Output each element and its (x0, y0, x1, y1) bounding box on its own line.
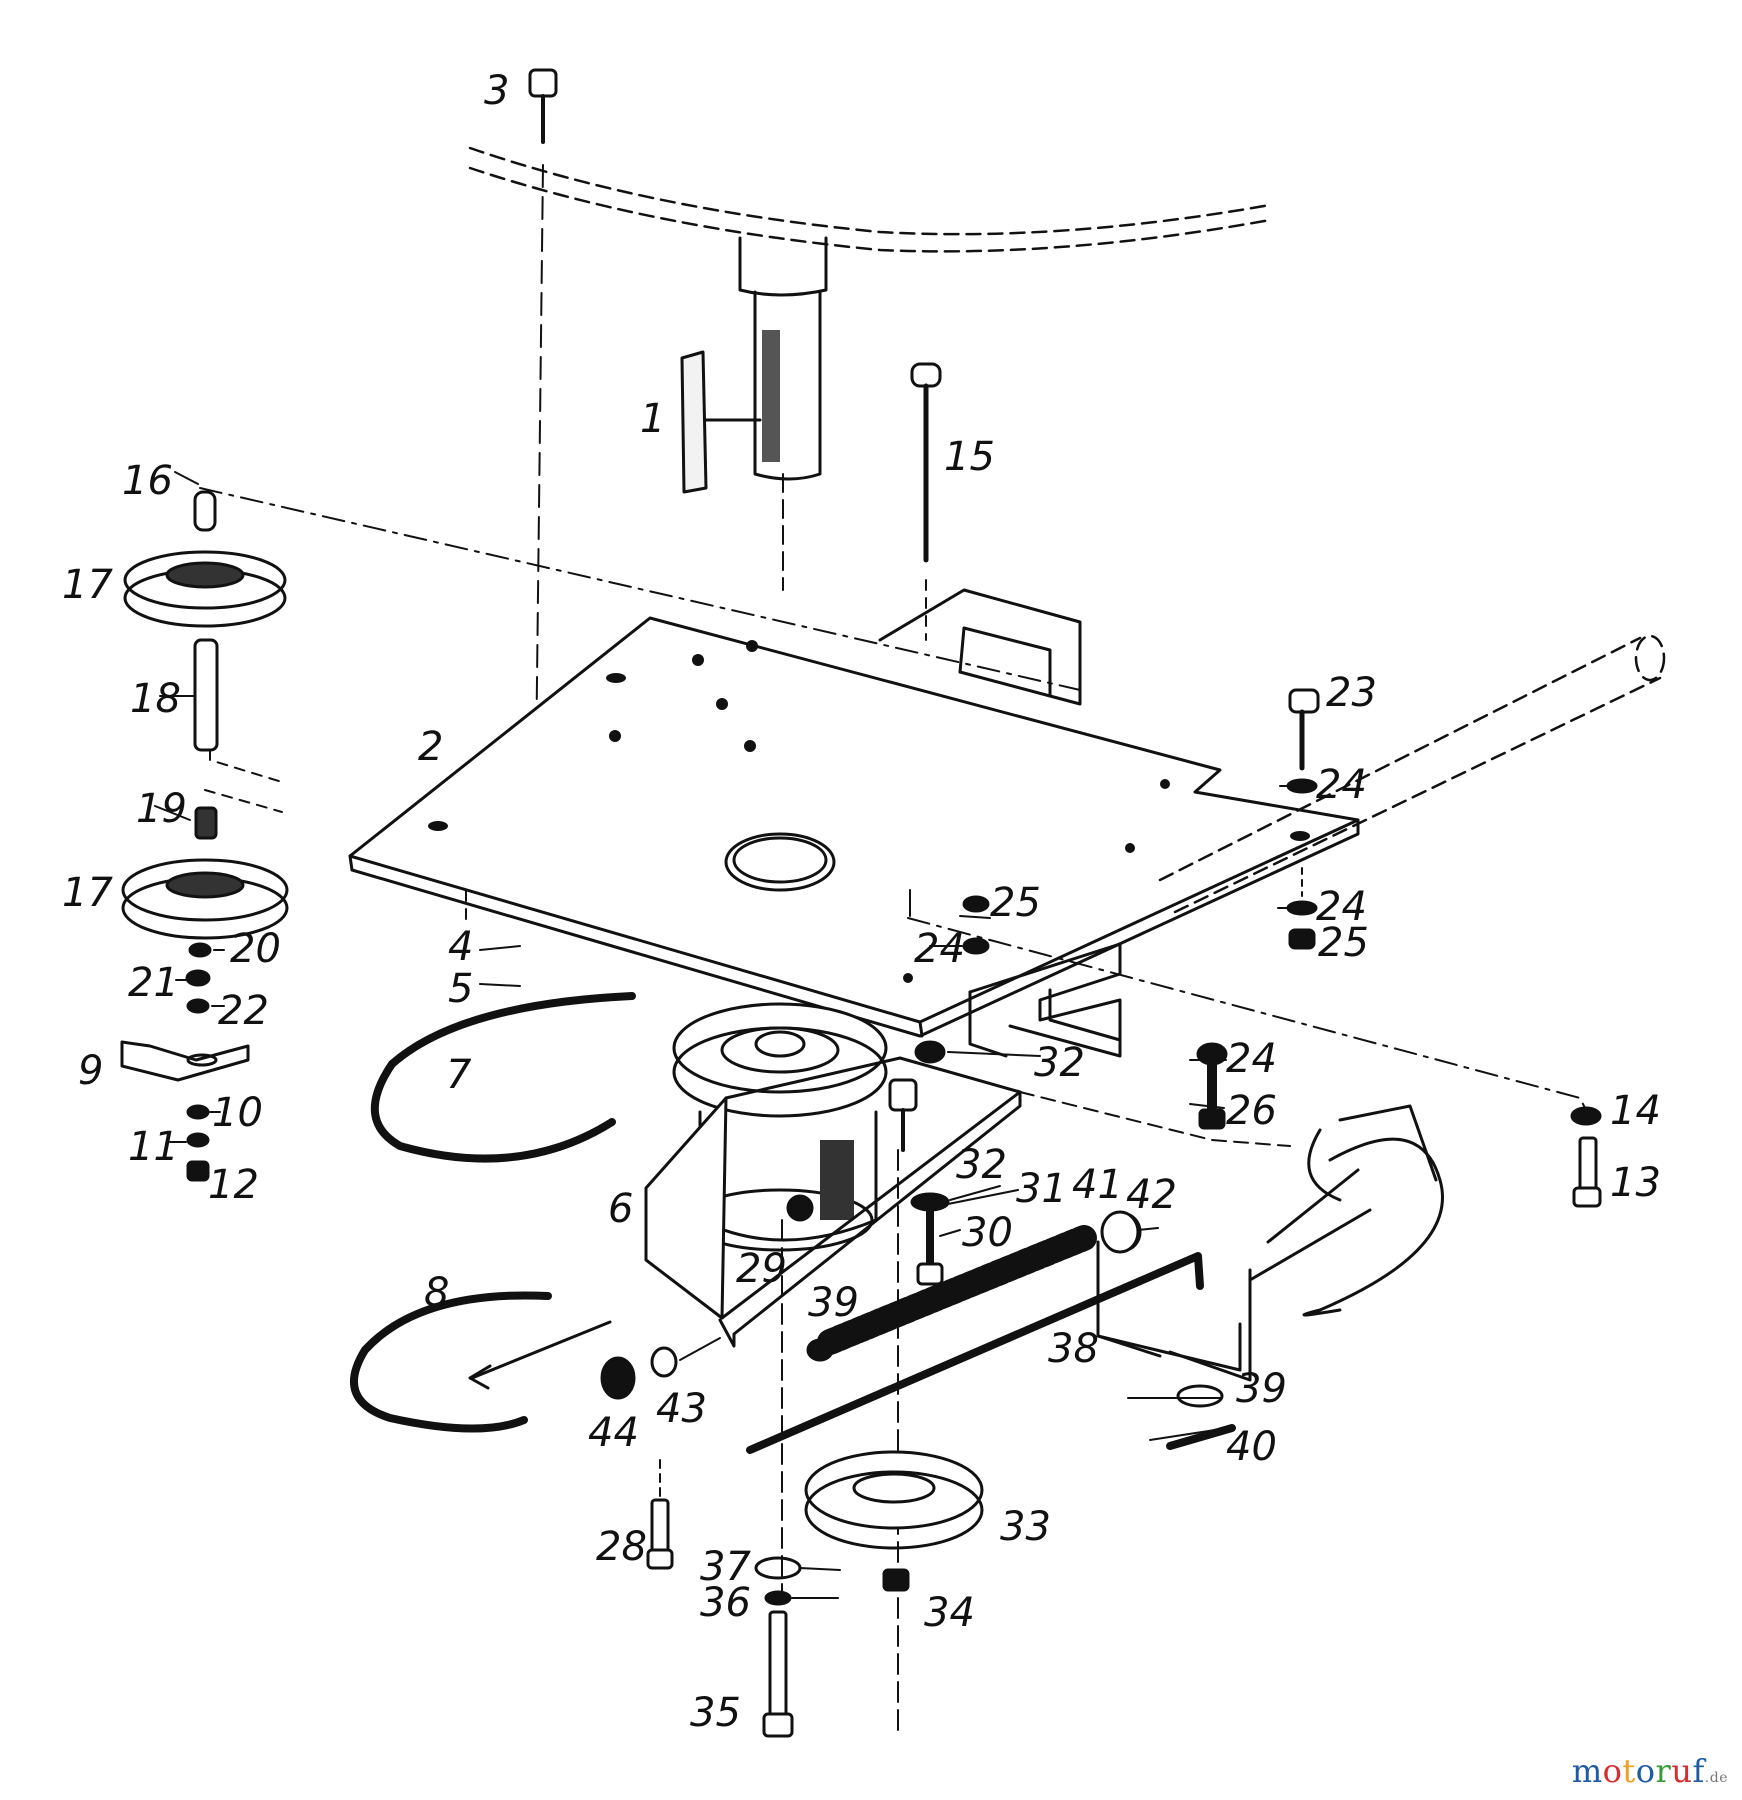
handle-loop (1168, 1104, 1444, 1382)
bracket-lower (968, 942, 1122, 1058)
washer-39-pin-40 (1166, 1384, 1236, 1450)
part-label: 37 (700, 1544, 751, 1590)
bolt-15 (910, 362, 942, 641)
idler-pulley-33 (804, 1450, 984, 1592)
watermark-letter: f (1692, 1752, 1705, 1790)
engine-shaft (738, 236, 828, 591)
part-label: 3 (484, 68, 509, 114)
part-label: 12 (208, 1162, 259, 1208)
leader-lines (154, 471, 1317, 1599)
handle-bar (1158, 634, 1666, 914)
bolt-28 (646, 1459, 674, 1570)
part-label: 32 (956, 1142, 1007, 1188)
part-label: 39 (808, 1280, 859, 1326)
part-label: 24 (1226, 1036, 1277, 1082)
part-label: 18 (130, 676, 181, 722)
part-label: 6 (608, 1186, 633, 1232)
watermark-letter: t (1622, 1752, 1636, 1790)
part-label: 32 (1034, 1040, 1085, 1086)
watermark-suffix: .de (1704, 1770, 1728, 1786)
part-label: 4 (448, 924, 473, 970)
watermark-letter: u (1671, 1752, 1693, 1790)
part-label: 15 (944, 434, 995, 480)
part-labels: 1 2 3 4 5 6 7 8 9 10 11 12 13 14 15 16 1… (62, 68, 1661, 1736)
part-label: 17 (62, 870, 113, 916)
part-label: 33 (1000, 1504, 1051, 1550)
assembly-line-24-14 (907, 917, 1587, 1111)
part-label: 23 (1326, 670, 1377, 716)
mower-deck-outline (468, 146, 1272, 253)
main-drive-pulley (644, 1002, 1022, 1348)
part-label: 43 (656, 1386, 707, 1432)
watermark-letter: m (1571, 1752, 1603, 1790)
part-label: 7 (446, 1052, 472, 1098)
mounting-plate (348, 588, 1360, 1038)
part-label: 5 (448, 966, 473, 1012)
washer-42 (1100, 1210, 1140, 1254)
part-label: 22 (218, 988, 269, 1034)
belt-8 (349, 1291, 612, 1433)
belt-7 (370, 992, 636, 1163)
part-label: 31 (1016, 1166, 1067, 1212)
bolt-13 (1570, 1106, 1602, 1208)
part-label: 28 (596, 1524, 647, 1570)
part-label: 24 (1316, 884, 1367, 930)
part-label: 9 (78, 1048, 103, 1094)
part-label: 21 (128, 960, 179, 1006)
part-label: 25 (1318, 920, 1369, 966)
nut-44 (600, 1337, 721, 1400)
watermark-letter: o (1635, 1752, 1656, 1790)
part-label: 39 (1236, 1366, 1287, 1412)
spring-41 (806, 1212, 1142, 1362)
part-label: 2 (418, 724, 443, 770)
part-label: 16 (122, 458, 173, 504)
part-label: 20 (230, 926, 281, 972)
part-label: 14 (1610, 1088, 1661, 1134)
watermark-logo: motoruf.de (1572, 1752, 1728, 1790)
part-label: 44 (588, 1410, 639, 1456)
watermark-letter: o (1602, 1752, 1623, 1790)
bolt-30 (910, 1192, 950, 1286)
part-label: 42 (1126, 1172, 1177, 1218)
part-label: 1 (640, 396, 665, 442)
part-label: 25 (990, 880, 1041, 926)
part-label: 30 (962, 1210, 1013, 1256)
pulley-stack-left (120, 490, 289, 1182)
bolt-stack-right (909, 688, 1320, 955)
part-label: 40 (1226, 1424, 1277, 1470)
part-label: 13 (1610, 1160, 1661, 1206)
bolt-35 (754, 1556, 802, 1738)
shaft-key (680, 350, 762, 494)
part-label: 24 (914, 926, 965, 972)
part-label: 35 (690, 1690, 741, 1736)
part-label: 38 (1048, 1326, 1099, 1372)
watermark-letter: r (1655, 1752, 1672, 1790)
bolt-29 (781, 1078, 918, 1731)
part-label: 17 (62, 562, 113, 608)
part-label: 11 (128, 1124, 179, 1170)
part-label: 34 (924, 1590, 975, 1636)
part-label: 8 (424, 1270, 449, 1316)
part-label: 10 (212, 1090, 263, 1136)
part-label: 36 (700, 1580, 751, 1626)
part-label: 24 (1316, 762, 1367, 808)
part-label: 41 (1072, 1162, 1123, 1208)
part-label: 29 (736, 1246, 787, 1292)
part-label: 26 (1226, 1088, 1277, 1134)
part-label: 19 (136, 786, 187, 832)
assembly-line-16-14 (199, 487, 1081, 691)
